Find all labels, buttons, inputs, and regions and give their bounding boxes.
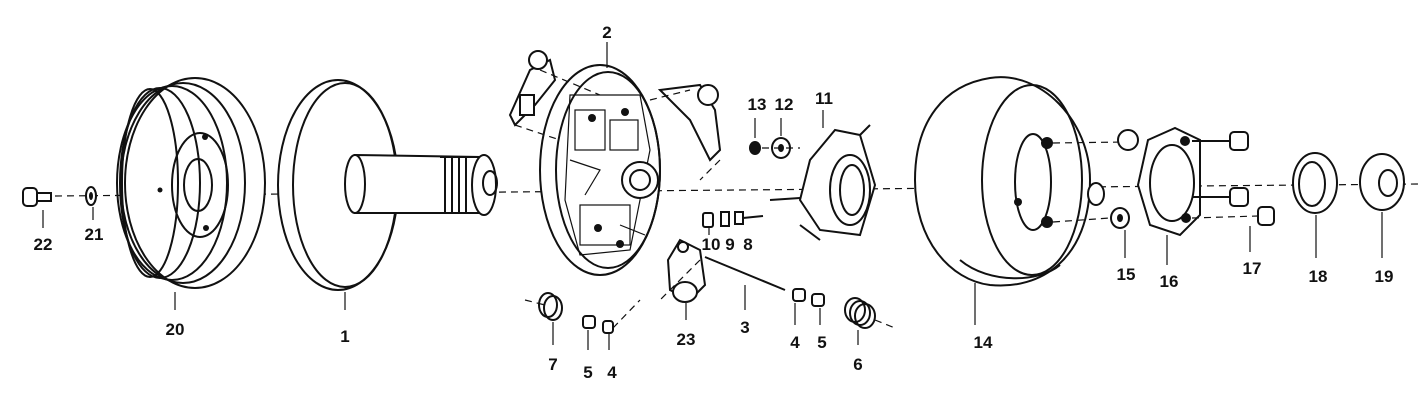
part-4-bushing-left xyxy=(602,299,641,334)
label-15: 15 xyxy=(1117,265,1136,284)
part-20-pulley xyxy=(116,77,266,289)
label-11: 11 xyxy=(815,89,833,108)
part-10-bushing xyxy=(702,212,714,228)
label-5-right: 5 xyxy=(817,333,826,352)
part-2-governor-body xyxy=(508,50,722,276)
label-18: 18 xyxy=(1309,267,1328,286)
part-7-spring-left xyxy=(524,292,563,321)
part-16-flange xyxy=(1136,126,1201,237)
part-5-bushing-left xyxy=(582,315,596,329)
label-3: 3 xyxy=(740,318,749,337)
label-17: 17 xyxy=(1243,259,1262,278)
part-23-roller-arm xyxy=(659,238,707,303)
part-21-washer xyxy=(85,186,97,206)
label-4-left: 4 xyxy=(607,363,617,382)
label-19: 19 xyxy=(1375,267,1394,286)
part-5-bushing-right xyxy=(811,293,825,307)
label-4-right: 4 xyxy=(790,333,800,352)
part-19-bushing xyxy=(1359,153,1405,211)
part-3-pin xyxy=(704,256,786,291)
part-14-cover xyxy=(913,76,1126,287)
label-12: 12 xyxy=(775,95,794,114)
label-13: 13 xyxy=(748,95,767,114)
part-1-sheave-shaft xyxy=(277,79,498,291)
label-20: 20 xyxy=(166,320,185,339)
part-15-washer xyxy=(1087,129,1139,229)
part-12-washer xyxy=(762,137,800,159)
part-9-nut xyxy=(720,211,730,227)
label-22: 22 xyxy=(34,235,53,254)
part-8-screw xyxy=(734,211,764,225)
part-4-bushing-right xyxy=(792,288,806,302)
part-22-bolt xyxy=(22,187,52,207)
part-labels: 22 21 20 1 2 3 4 5 6 7 5 4 23 10 9 8 13 … xyxy=(34,23,1394,382)
label-2: 2 xyxy=(602,23,611,42)
label-9: 9 xyxy=(725,235,734,254)
part-11-spider-hub xyxy=(769,124,877,241)
label-10: 10 xyxy=(702,235,721,254)
label-16: 16 xyxy=(1160,272,1179,291)
label-5-left: 5 xyxy=(583,363,592,382)
label-23: 23 xyxy=(677,330,696,349)
label-21: 21 xyxy=(85,225,104,244)
part-6-spring xyxy=(844,297,896,329)
label-7: 7 xyxy=(548,355,557,374)
part-18-ring xyxy=(1292,152,1338,214)
part-17-bolts xyxy=(1191,131,1275,226)
part-13-nut xyxy=(749,141,761,155)
label-6: 6 xyxy=(853,355,862,374)
label-8: 8 xyxy=(743,235,752,254)
label-14: 14 xyxy=(974,333,993,352)
label-1: 1 xyxy=(340,327,349,346)
leader-lines xyxy=(42,42,1383,350)
